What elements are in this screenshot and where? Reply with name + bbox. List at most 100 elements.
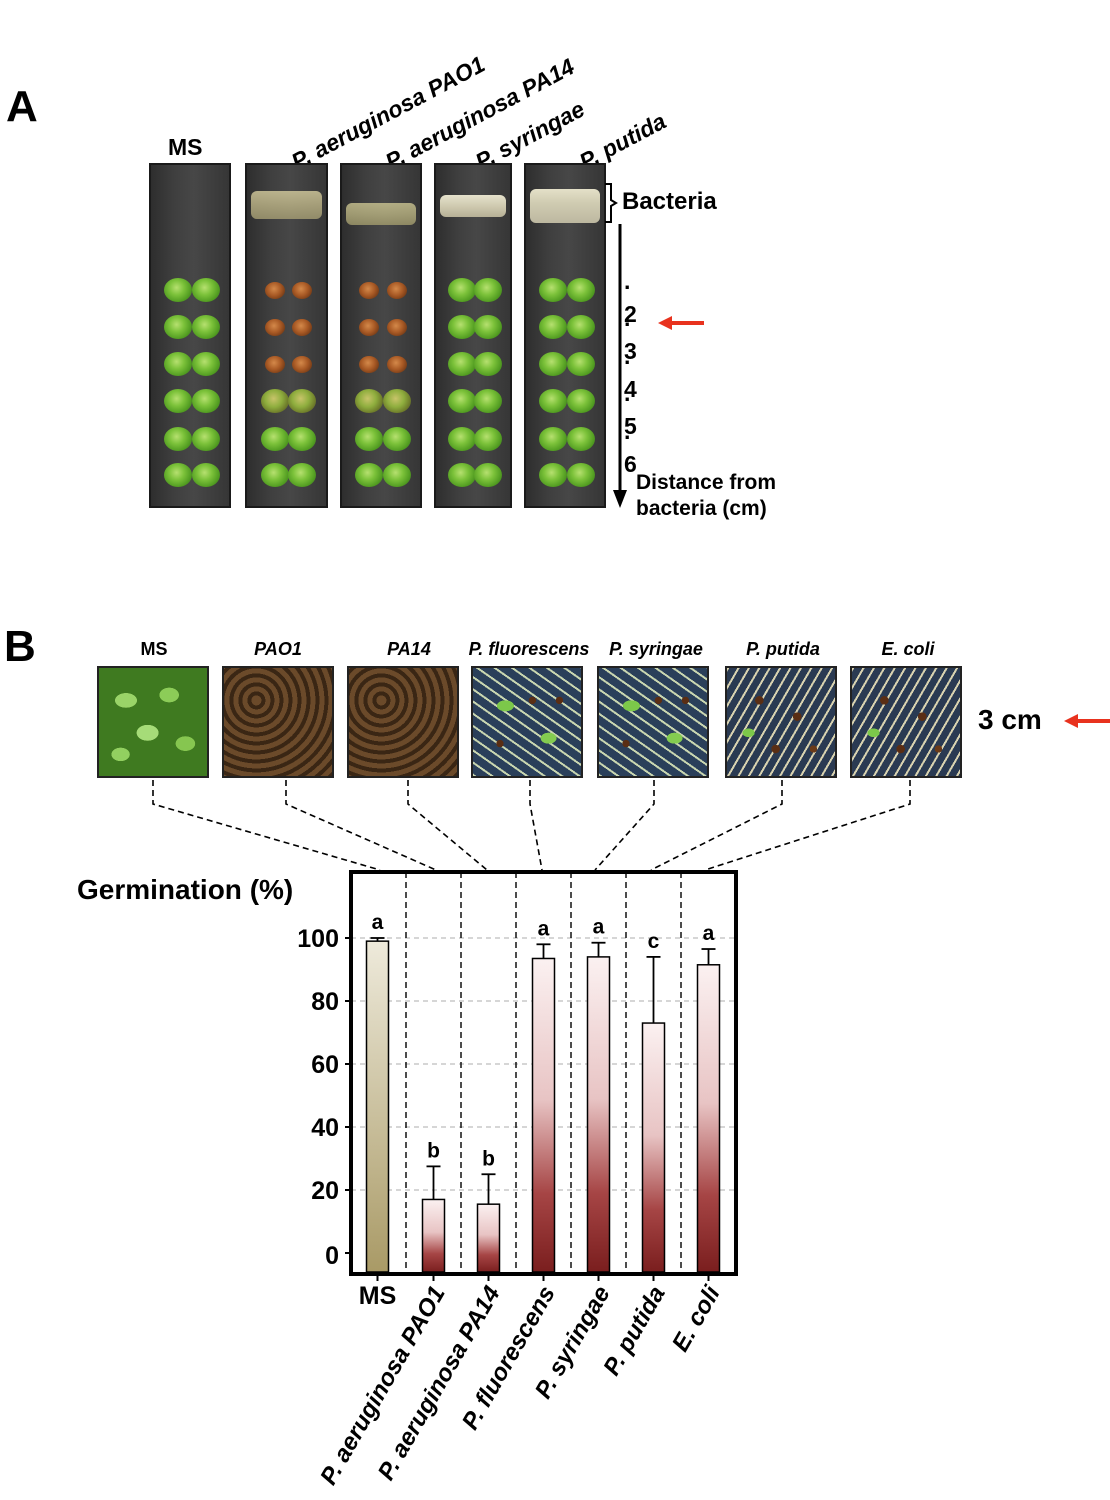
y-tick-label: 40 <box>311 1114 339 1142</box>
seedling-photo-pa14 <box>347 666 459 778</box>
connector-line <box>650 780 783 871</box>
seedling <box>473 315 502 339</box>
seedling <box>566 463 595 487</box>
seedling <box>164 315 193 339</box>
seedling <box>473 278 502 302</box>
photo-distance-label: 3 cm <box>978 704 1042 735</box>
connector-line <box>285 780 437 871</box>
seedling <box>539 427 568 451</box>
connector-line <box>407 780 488 871</box>
seedling <box>447 427 476 451</box>
panel-b-letter: B <box>4 622 36 671</box>
seedling <box>473 352 502 376</box>
seedling-photo-pao1 <box>222 666 334 778</box>
connector-line <box>529 780 543 871</box>
x-category-label: E. coli <box>667 1280 726 1356</box>
bacteria-label: Bacteria <box>622 188 717 215</box>
photo-label-syringae: P. syringae <box>609 639 703 659</box>
bar <box>365 940 390 1273</box>
y-tick-label: 100 <box>297 925 339 953</box>
seedling-photo-ms <box>97 666 209 778</box>
seedling <box>191 352 220 376</box>
seedling <box>288 463 317 487</box>
red-arrow-icon <box>658 316 704 330</box>
dead-seedling <box>386 281 407 299</box>
seedling <box>260 463 289 487</box>
y-tick-label: 60 <box>311 1051 339 1079</box>
distance-axis-label-line1: Distance from <box>636 471 777 494</box>
seedling <box>164 352 193 376</box>
panel-a-letter: A <box>6 82 38 131</box>
dead-seedling <box>292 281 313 299</box>
photo-label-pao1: PAO1 <box>254 639 302 659</box>
significance-letter: a <box>538 917 550 940</box>
seedling <box>447 352 476 376</box>
dead-seedling <box>386 355 407 373</box>
bar <box>696 964 721 1273</box>
seedling <box>164 463 193 487</box>
tick-label: 4 <box>624 376 637 402</box>
tick-dot: · <box>624 349 632 375</box>
seedling <box>473 427 502 451</box>
bar <box>476 1203 501 1273</box>
dead-seedling <box>359 318 380 336</box>
significance-letter: a <box>703 922 715 945</box>
plate-putida <box>524 163 606 508</box>
photo-connector-lines <box>152 780 911 871</box>
seedling <box>382 389 411 413</box>
seedling-photo-putida <box>725 666 837 778</box>
y-tick-label: 20 <box>311 1177 339 1205</box>
seedling <box>191 389 220 413</box>
seedling <box>260 427 289 451</box>
seedling <box>539 278 568 302</box>
seedling <box>539 389 568 413</box>
seedling <box>566 427 595 451</box>
seedling <box>164 427 193 451</box>
plate-label-name: MS <box>168 134 203 160</box>
photo-label-fluorescens: P. fluorescens <box>468 639 590 659</box>
dead-seedling <box>292 355 313 373</box>
seedling-photo-syringae <box>597 666 709 778</box>
photo-label-ecoli: E. coli <box>881 639 935 659</box>
plate-syringae <box>434 163 512 508</box>
seedling <box>191 463 220 487</box>
seedling <box>473 389 502 413</box>
photo-label-pa14: PA14 <box>387 639 431 659</box>
seedling <box>191 278 220 302</box>
seedling <box>539 352 568 376</box>
x-category-label: MS <box>359 1282 397 1310</box>
tick-dot: · <box>624 424 632 450</box>
distance-axis-label-line2: bacteria (cm) <box>636 497 767 520</box>
seedling-photo-ecoli <box>850 666 962 778</box>
tick-label: 5 <box>624 413 637 439</box>
significance-letter: a <box>372 911 384 934</box>
seedling <box>355 389 384 413</box>
connector-line <box>152 780 381 871</box>
tick-label: 3 <box>624 338 637 364</box>
seedling <box>355 427 384 451</box>
bacteria-streak <box>346 203 416 225</box>
distance-tick: · 4 <box>624 349 637 403</box>
seedling <box>447 463 476 487</box>
seedling <box>539 315 568 339</box>
distance-tick: · 6 <box>624 424 637 478</box>
distance-tick: · 5 <box>624 386 637 440</box>
seedling <box>164 278 193 302</box>
distance-tick: · 3 <box>624 311 637 365</box>
dead-seedling <box>292 318 313 336</box>
seedling <box>288 389 317 413</box>
photo-label-ms: MS <box>140 639 168 659</box>
seedling <box>447 389 476 413</box>
seedling <box>539 463 568 487</box>
seedling <box>355 463 384 487</box>
bar <box>586 956 611 1273</box>
photo-label-putida: P. putida <box>746 639 820 659</box>
seedling <box>382 463 411 487</box>
dead-seedling <box>264 355 285 373</box>
seedling <box>191 315 220 339</box>
dead-seedling <box>359 281 380 299</box>
seedling <box>447 315 476 339</box>
tick-label: 6 <box>624 451 637 477</box>
seedling <box>566 278 595 302</box>
